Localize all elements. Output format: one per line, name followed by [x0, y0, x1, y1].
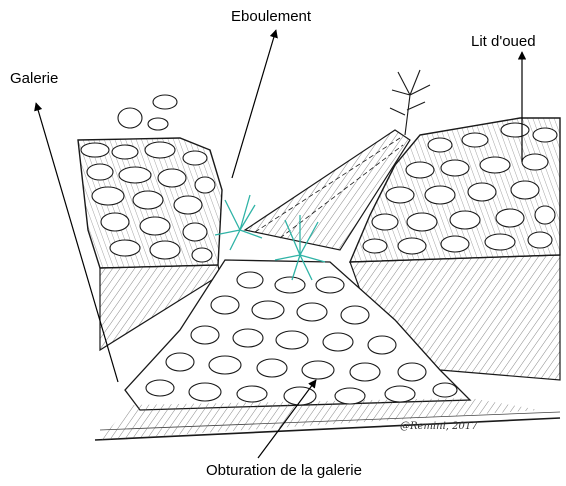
label-lit-oued: Lit d'oued — [471, 33, 536, 50]
tree — [390, 70, 430, 135]
label-obturation: Obturation de la galerie — [206, 462, 362, 479]
arrow-eboulement — [232, 30, 276, 178]
label-eboulement: Eboulement — [231, 8, 311, 25]
ground-layer — [95, 398, 560, 440]
label-galerie: Galerie — [10, 70, 58, 87]
author-signature: @Remini, 2017 — [400, 421, 478, 432]
